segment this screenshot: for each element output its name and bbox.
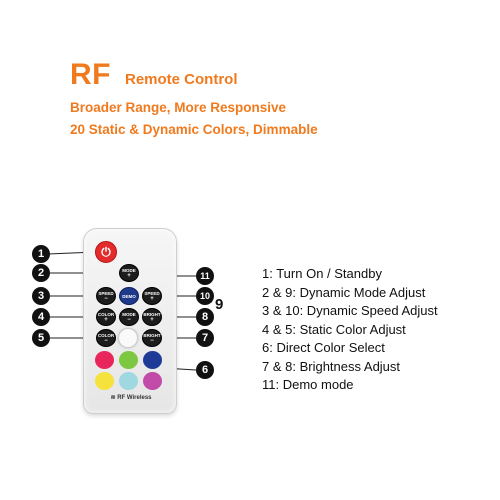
color-minus-button[interactable]: COLOR −: [96, 329, 116, 347]
mode-minus-button[interactable]: MODE −: [119, 308, 139, 326]
callout-10: 10: [196, 287, 214, 305]
callout-5: 5: [32, 329, 50, 347]
callout-9: 9: [215, 296, 224, 313]
color-plus-button[interactable]: COLOR +: [96, 308, 116, 326]
color-blue-button[interactable]: [143, 351, 162, 369]
mode-plus-button[interactable]: MODE +: [119, 264, 139, 282]
bright-plus-button[interactable]: BRIGHT +: [142, 308, 162, 326]
callout-1: 1: [32, 245, 50, 263]
title-rf: RF: [70, 58, 111, 91]
callout-7: 7: [196, 329, 214, 347]
color-red-button[interactable]: [95, 351, 114, 369]
white-color-button[interactable]: [118, 328, 138, 348]
speed-minus-button[interactable]: SPEED −: [96, 287, 116, 305]
demo-button[interactable]: DEMO: [119, 287, 139, 305]
legend-item: 7 & 8: Brightness Adjust: [262, 358, 401, 374]
rf-wireless-label: ≋ RF Wireless: [110, 395, 152, 401]
power-button[interactable]: ⏻: [95, 241, 117, 263]
legend-item: 4 & 5: Static Color Adjust: [262, 321, 406, 337]
color-cyan-button[interactable]: [119, 372, 138, 390]
callout-8: 8: [196, 308, 214, 326]
legend-item: 11: Demo mode: [262, 377, 354, 392]
legend-item: 1: Turn On / Standby: [262, 266, 382, 281]
title-subtitle: Remote Control: [125, 71, 238, 88]
tagline-colors: 20 Static & Dynamic Colors, Dimmable: [70, 122, 318, 137]
callout-3: 3: [32, 287, 50, 305]
color-magenta-button[interactable]: [143, 372, 162, 390]
button-legend: 1: Turn On / Standby 2 & 9: Dynamic Mode…: [262, 265, 438, 395]
page-title: RF Remote Control: [70, 58, 238, 92]
legend-item: 3 & 10: Dynamic Speed Adjust: [262, 303, 438, 318]
callout-2: 2: [32, 264, 50, 282]
wifi-icon: ≋: [110, 395, 118, 401]
bright-minus-button[interactable]: BRIGHT −: [142, 329, 162, 347]
callout-6: 6: [196, 361, 214, 379]
speed-plus-button[interactable]: SPEED +: [142, 287, 162, 305]
callout-4: 4: [32, 308, 50, 326]
callout-11: 11: [196, 267, 214, 285]
power-icon: ⏻: [101, 244, 111, 259]
color-yellow-button[interactable]: [95, 372, 114, 390]
color-green-button[interactable]: [119, 351, 138, 369]
legend-item: 6: Direct Color Select: [262, 340, 385, 355]
legend-item: 2 & 9: Dynamic Mode Adjust: [262, 284, 426, 300]
tagline-range: Broader Range, More Responsive: [70, 100, 287, 115]
